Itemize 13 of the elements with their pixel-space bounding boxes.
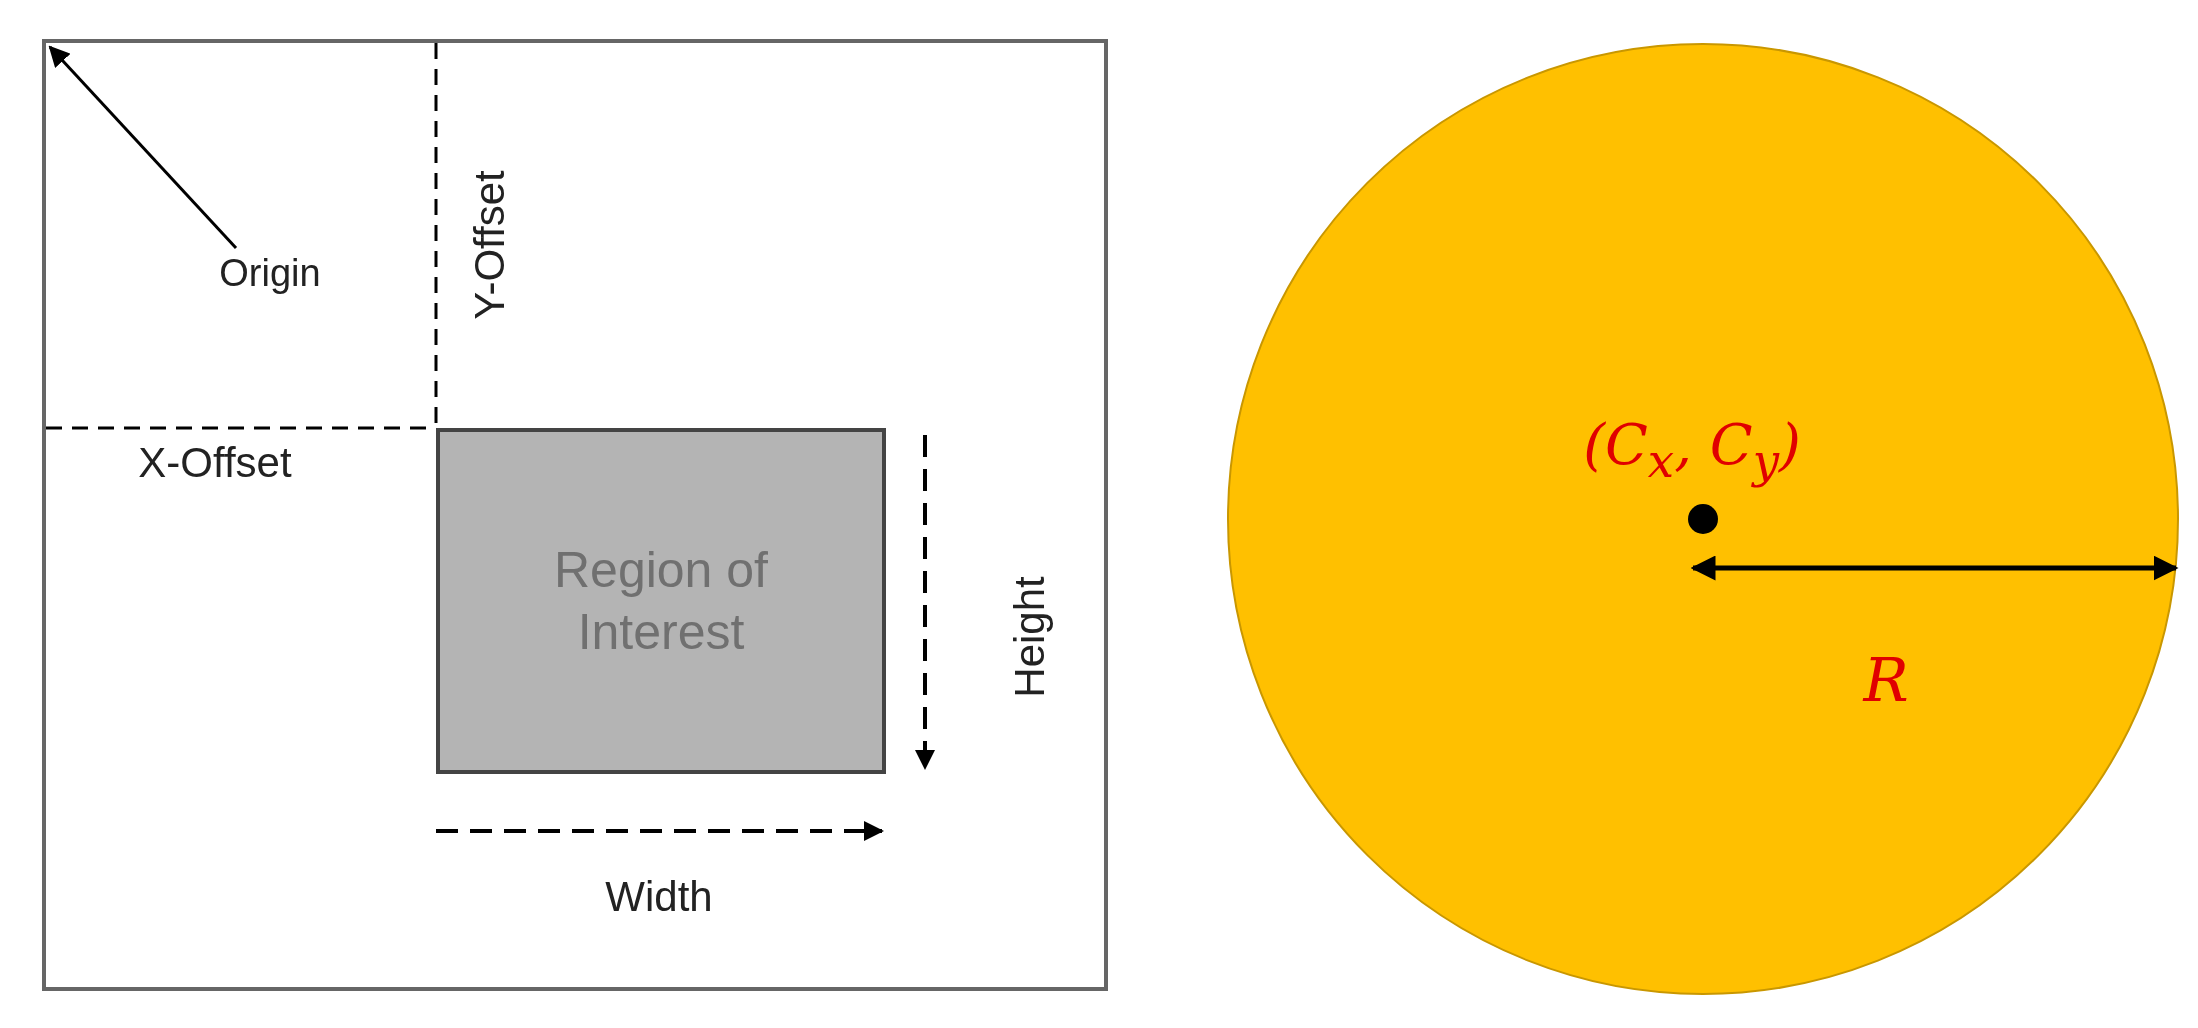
dimension-label: Height — [1006, 576, 1054, 698]
center-coordinate-label: (C$_{x}$, C$_{y}$) — [1583, 412, 1801, 488]
radius-arrow — [1690, 555, 2179, 581]
circle — [1226, 42, 2180, 996]
leader-arrow — [48, 45, 238, 249]
region-of-interest-box: Region of Interest — [436, 428, 886, 774]
image-frame — [42, 39, 1108, 991]
offset-label: X-Offset — [138, 439, 292, 487]
offset-label: Y-Offset — [466, 170, 514, 320]
radius-label: R — [1863, 645, 1909, 715]
center-dot — [1688, 504, 1718, 534]
origin-label: Origin — [170, 248, 370, 298]
dimension-label: Width — [605, 873, 713, 921]
